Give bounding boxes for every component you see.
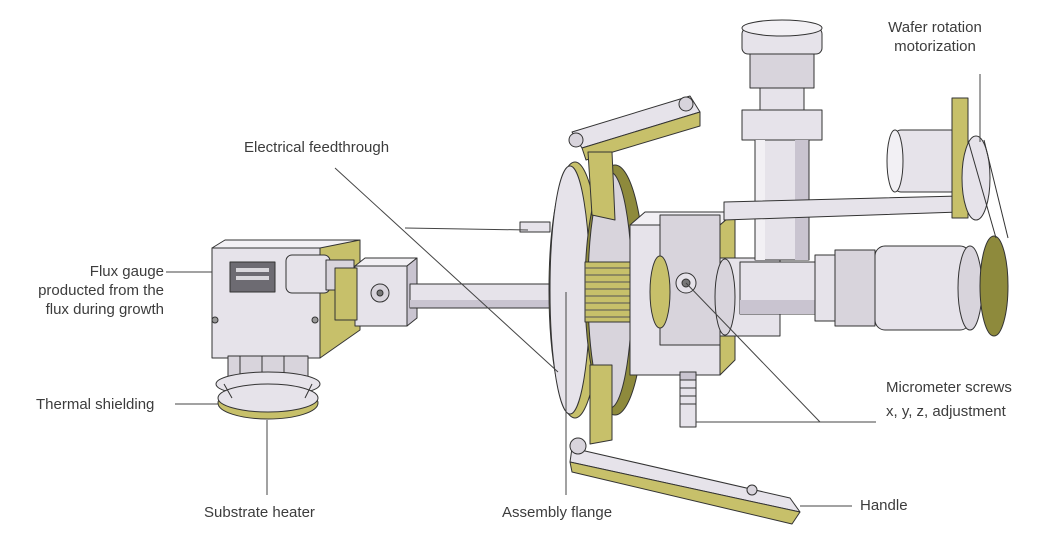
vertical-column bbox=[741, 19, 823, 261]
leader-lines bbox=[166, 74, 981, 507]
horizontal-tube bbox=[739, 245, 983, 331]
label-flux-gauge-line1: Flux gauge bbox=[89, 263, 164, 280]
label-micrometer-line2: x, y, z, adjustment bbox=[886, 403, 1006, 420]
feedthrough-cube bbox=[334, 257, 418, 327]
flux-gauge-block bbox=[211, 239, 361, 359]
shaft bbox=[409, 283, 561, 309]
label-micrometer-line1: Micrometer screws bbox=[886, 379, 1012, 396]
rotation-motor bbox=[886, 97, 1009, 337]
micrometer-screw bbox=[679, 371, 697, 428]
leader-micrometer-diagonal bbox=[685, 282, 821, 423]
label-substrate-heater: Substrate heater bbox=[204, 504, 315, 521]
leader-electrical-feedthrough bbox=[334, 167, 559, 373]
label-wafer-rotation: Wafer rotation motorization bbox=[872, 18, 998, 56]
label-flux-gauge-line3: flux during growth bbox=[45, 301, 164, 318]
label-electrical-feedthrough: Electrical feedthrough bbox=[244, 139, 390, 156]
label-flux-gauge: Flux gauge producted from the flux durin… bbox=[20, 262, 164, 319]
label-thermal-shielding: Thermal shielding bbox=[36, 396, 155, 413]
label-flux-gauge-line2: producted from the bbox=[38, 282, 164, 299]
handle-lower bbox=[569, 364, 801, 525]
label-assembly-flange: Assembly flange bbox=[502, 504, 613, 521]
label-wafer-rotation-line2: motorization bbox=[894, 38, 976, 55]
handle-upper bbox=[568, 95, 701, 221]
label-handle: Handle bbox=[860, 497, 908, 514]
leader-feedthrough-connector bbox=[404, 227, 529, 231]
thermal-shield bbox=[215, 355, 321, 420]
label-wafer-rotation-line1: Wafer rotation bbox=[888, 19, 982, 36]
label-micrometer: Micrometer screws x, y, z, adjustment bbox=[886, 378, 1012, 421]
